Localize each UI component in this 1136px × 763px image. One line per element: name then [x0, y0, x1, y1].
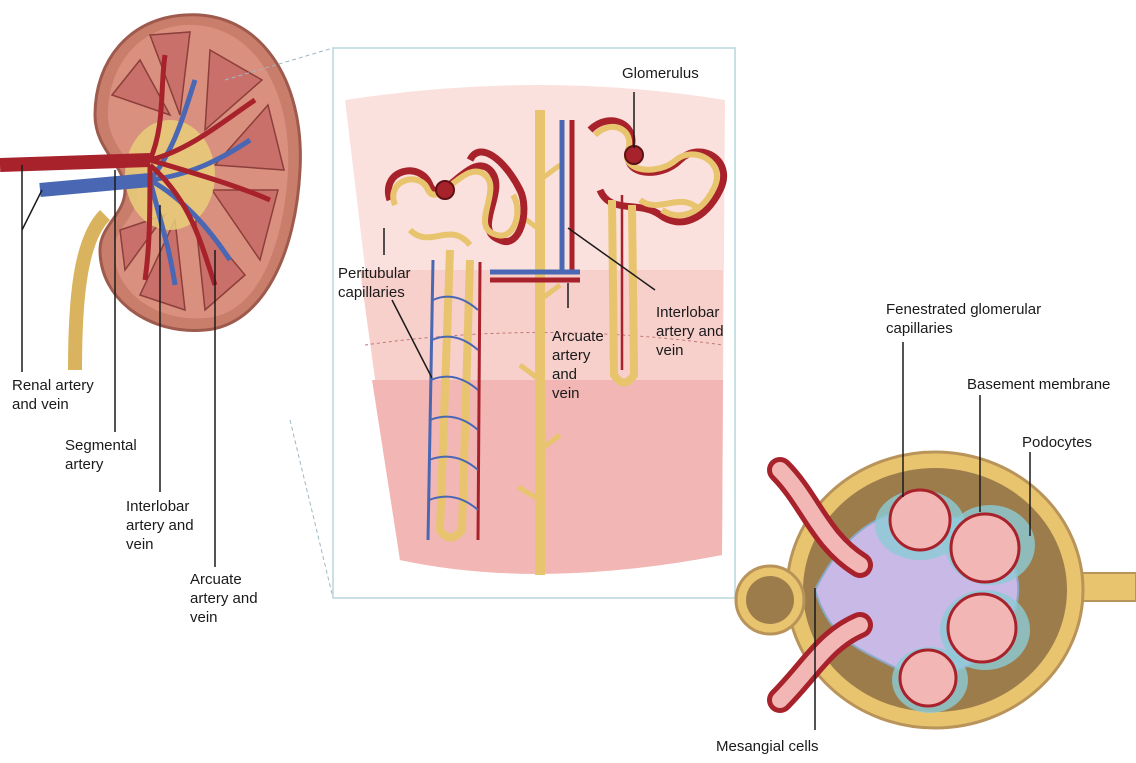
- inner-medulla-zone: [372, 380, 723, 574]
- label-glomerulus: Glomerulus: [622, 64, 699, 83]
- label-arcuate-mid: Arcuate artery and vein: [552, 327, 604, 403]
- label-peritubular-capillaries: Peritubular capillaries: [338, 264, 411, 302]
- kidney-illustration: [0, 15, 300, 567]
- label-fenestrated-capillaries: Fenestrated glomerular capillaries: [886, 300, 1041, 338]
- glomerulus-cross-section: [736, 342, 1136, 730]
- label-podocytes: Podocytes: [1022, 433, 1092, 452]
- label-segmental-artery: Segmental artery: [65, 436, 137, 474]
- label-renal-artery-vein: Renal artery and vein: [12, 376, 94, 414]
- glomerulus-right: [625, 146, 643, 164]
- label-interlobar-left: Interlobar artery and vein: [126, 497, 194, 554]
- glomerulus-left: [436, 181, 454, 199]
- label-arcuate-left: Arcuate artery and vein: [190, 570, 258, 627]
- renal-vein: [40, 180, 150, 190]
- label-mesangial-cells: Mesangial cells: [716, 737, 819, 756]
- label-interlobar-mid: Interlobar artery and vein: [656, 303, 724, 360]
- renal-artery: [0, 160, 150, 165]
- label-basement-membrane: Basement membrane: [967, 375, 1110, 394]
